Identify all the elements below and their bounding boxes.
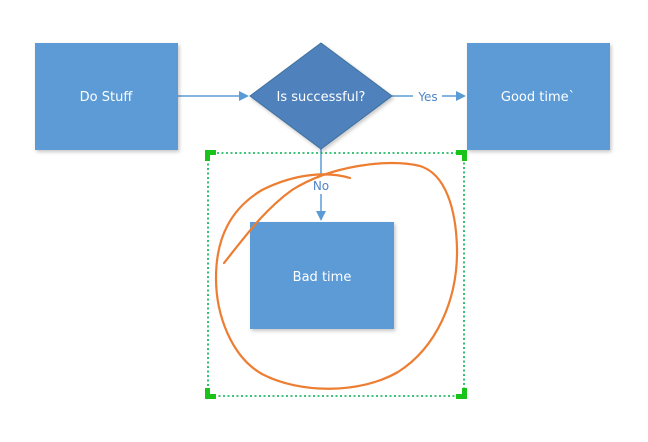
selection-box[interactable] [207, 152, 465, 397]
selection-handle-bottom-left[interactable] [205, 388, 216, 399]
ink-circle-annotation[interactable] [214, 161, 459, 390]
node-good-time-label: Good time` [501, 90, 575, 105]
node-bad-time[interactable]: Bad time [250, 222, 394, 329]
node-decision[interactable]: Is successful? [249, 42, 393, 150]
selection-handle-bottom-right[interactable] [456, 388, 467, 399]
node-do-stuff[interactable]: Do Stuff [35, 43, 178, 150]
yes-label: Yes [417, 90, 437, 104]
node-good-time[interactable]: Good time` [467, 43, 610, 150]
no-label: No [313, 179, 329, 193]
node-bad-time-label: Bad time [293, 270, 352, 285]
selection-handle-top-left[interactable] [205, 150, 216, 161]
node-decision-label: Is successful? [277, 90, 366, 105]
node-do-stuff-label: Do Stuff [80, 90, 134, 105]
selection-handle-top-right[interactable] [456, 150, 467, 161]
